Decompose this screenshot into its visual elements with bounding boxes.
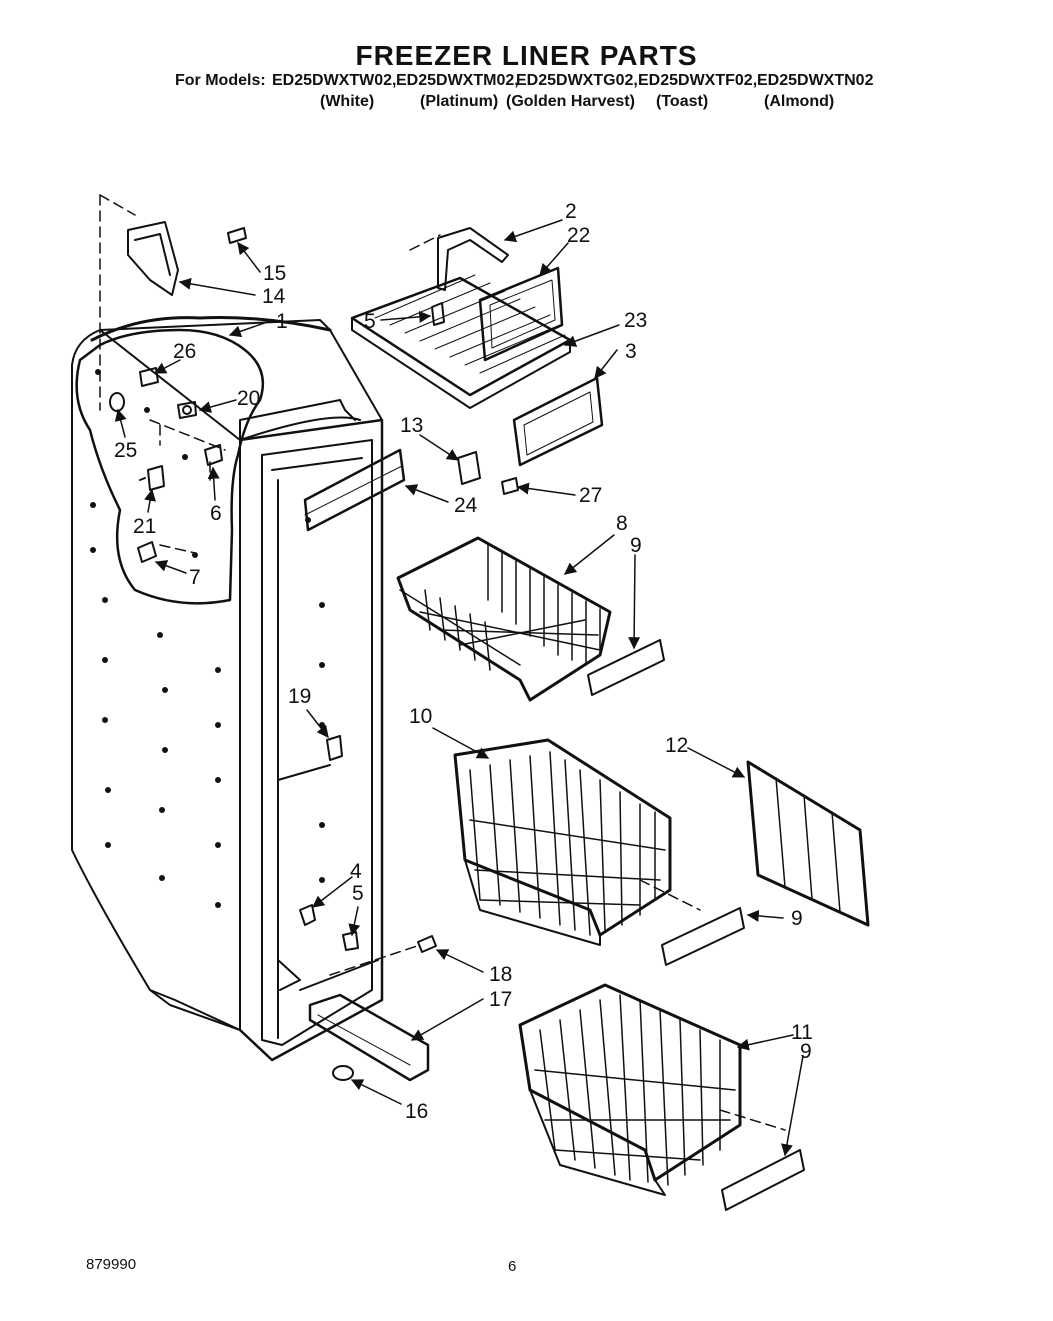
screw: [227, 227, 247, 244]
handle-bracket: [127, 221, 179, 296]
callout-label: 10: [409, 705, 432, 728]
callout-label: 11: [791, 1021, 813, 1044]
liner-hardware: [109, 367, 359, 951]
basket-trim-strip: [721, 1149, 805, 1211]
model-color: (Toast): [656, 93, 709, 110]
callout-label: 5: [364, 310, 376, 333]
model-color: (White): [320, 93, 375, 110]
ice-shelf-assembly: [350, 227, 604, 467]
callout-label: 1: [276, 310, 288, 333]
model-color: (Golden Harvest): [506, 93, 635, 110]
wire-shelf: [746, 760, 870, 927]
leader-lines: [114, 219, 804, 1157]
model-number: ED25DWXTN02: [757, 72, 874, 89]
page-title: FREEZER LINER PARTS: [355, 40, 698, 71]
callout-label: 20: [237, 387, 260, 410]
callout-label: 16: [405, 1100, 428, 1123]
callout-label: 9: [800, 1040, 812, 1063]
callout-label: 14: [262, 285, 286, 308]
callout-label: 3: [625, 340, 637, 363]
callout-label: 24: [454, 494, 478, 517]
callout-labels: 1 2 3 4 5 5 6 7 8 9 9 9 10 11 12 13 14 1…: [114, 200, 813, 1123]
model-number: ED25DWXTW02,: [272, 72, 397, 89]
callout-label: 6: [210, 502, 222, 525]
callout-label: 18: [489, 963, 512, 986]
trim-panel: [303, 448, 406, 532]
callout-label: 17: [489, 988, 512, 1011]
plug: [332, 1065, 354, 1081]
lower-bracket: [308, 993, 430, 1082]
callout-label: 4: [350, 860, 362, 883]
model-color: (Platinum): [420, 93, 499, 110]
model-number: ED25DWXTF02,: [638, 72, 758, 89]
callout-label: 22: [567, 224, 590, 247]
callout-label: 7: [189, 566, 201, 589]
freezer-liner: [71, 316, 384, 1062]
callout-label: 21: [133, 515, 156, 538]
callout-label: 12: [665, 734, 688, 757]
callout-label: 27: [579, 484, 602, 507]
model-color: (Almond): [764, 93, 835, 110]
basket: [453, 738, 672, 946]
callout-label: 8: [616, 512, 628, 535]
screw: [417, 935, 437, 953]
callout-label: 9: [791, 907, 803, 930]
page-number: 6: [508, 1258, 517, 1275]
bracket: [457, 451, 519, 495]
basket-trim-strip: [661, 907, 745, 966]
models-label: For Models:: [175, 72, 266, 89]
callout-label: 2: [565, 200, 577, 223]
document-number: 879990: [86, 1256, 137, 1273]
callout-label: 19: [288, 685, 311, 708]
callout-label: 15: [263, 262, 286, 285]
model-number: ED25DWXTM02,: [396, 72, 519, 89]
callout-label: 26: [173, 340, 196, 363]
callout-label: 13: [400, 414, 423, 437]
basket: [518, 983, 742, 1196]
basket-trim-strip: [587, 639, 665, 696]
callout-label: 23: [624, 309, 647, 332]
callout-label: 5: [352, 882, 364, 905]
callout-label: 9: [630, 534, 642, 557]
callout-label: 25: [114, 439, 137, 462]
basket: [396, 536, 612, 702]
model-number: ED25DWXTG02,: [516, 72, 638, 89]
